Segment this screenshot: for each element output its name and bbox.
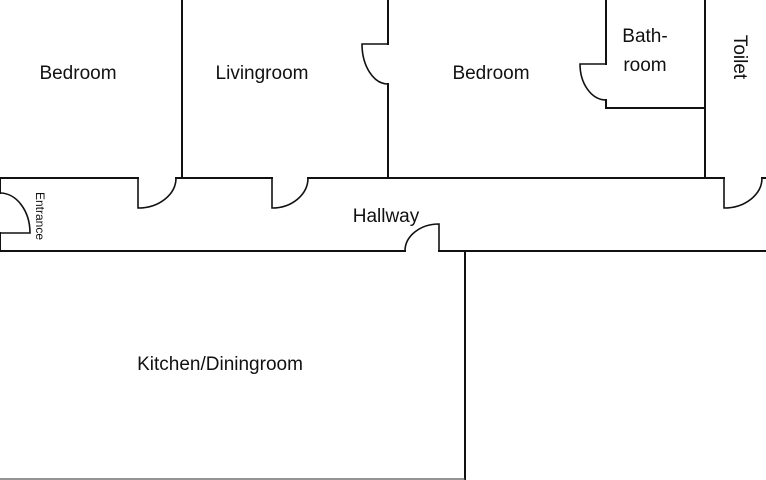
room-label-bathroom-line1: Bath-	[622, 26, 667, 47]
door-kitchen-icon	[404, 223, 440, 252]
door-toilet-icon	[723, 177, 763, 209]
room-label-livingroom: Livingroom	[216, 63, 309, 84]
room-label-entrance: Entrance	[33, 192, 47, 240]
room-label-hallway: Hallway	[353, 206, 420, 227]
door-bathroom-icon	[579, 63, 607, 101]
room-label-bedroom-right: Bedroom	[452, 63, 529, 84]
door-livingroom-icon	[271, 177, 309, 209]
door-bedroom-left-icon	[137, 177, 177, 209]
room-label-toilet: Toilet	[729, 35, 750, 80]
doors	[0, 43, 763, 252]
door-entrance-icon	[0, 192, 31, 234]
room-label-bedroom-left: Bedroom	[39, 63, 116, 84]
room-label-kitchen: Kitchen/Diningroom	[137, 354, 303, 375]
door-bedroom-right-icon	[361, 43, 389, 85]
room-label-bathroom-line2: room	[623, 55, 666, 76]
room-labels: Bedroom Livingroom Bedroom Bath- room To…	[33, 26, 750, 375]
